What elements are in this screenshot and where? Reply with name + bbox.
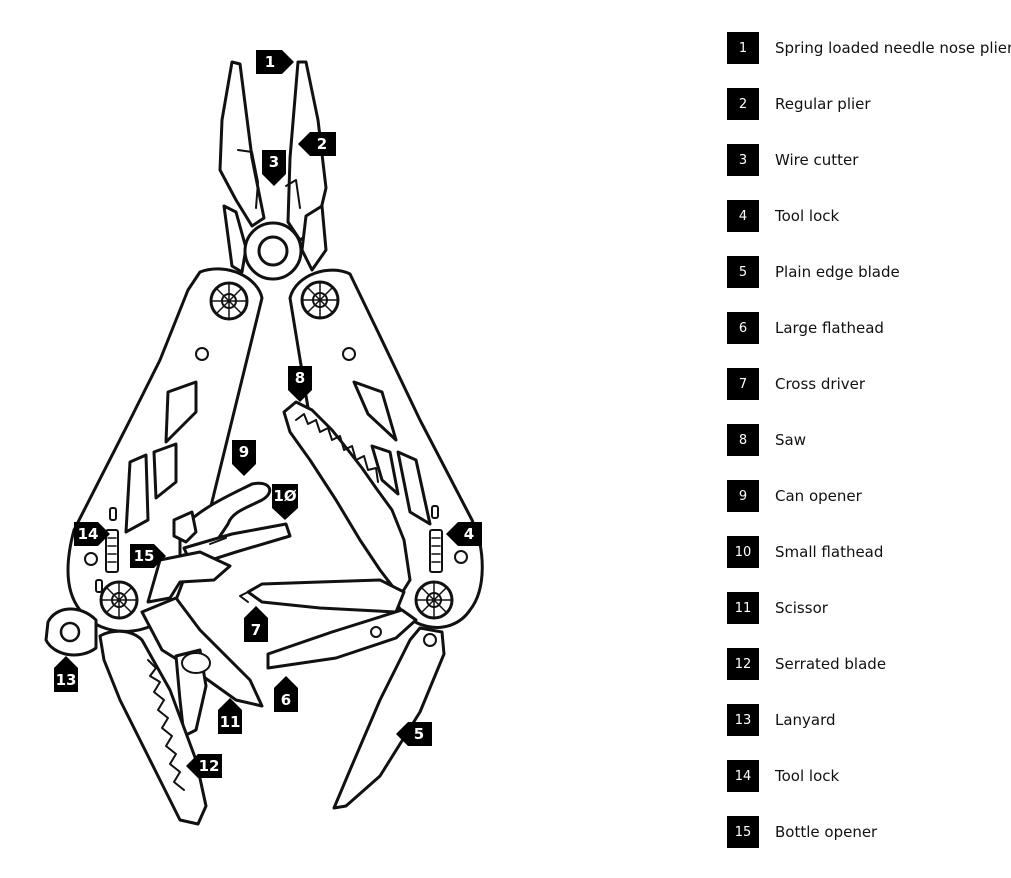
svg-text:4: 4 (464, 525, 474, 543)
legend-label: Cross driver (775, 375, 866, 393)
legend-label: Small flathead (775, 543, 884, 561)
svg-text:7: 7 (251, 621, 261, 639)
svg-text:14: 14 (78, 525, 99, 543)
legend-item: 2 Regular plier (727, 88, 871, 120)
legend-number: 5 (727, 256, 759, 288)
legend-label: Lanyard (775, 711, 836, 729)
callout-7: 7 (244, 606, 268, 642)
svg-text:8: 8 (295, 369, 305, 387)
legend-label: Plain edge blade (775, 263, 900, 281)
callout-14: 14 (74, 522, 110, 546)
cross-driver-tool (239, 578, 406, 614)
callout-9: 9 (232, 440, 256, 476)
saw-tool (282, 400, 412, 598)
legend-number: 2 (727, 88, 759, 120)
legend-item: 10 Small flathead (727, 536, 883, 568)
legend-item: 9 Can opener (727, 480, 862, 512)
legend-item: 13 Lanyard (727, 704, 836, 736)
legend-label: Saw (775, 431, 806, 449)
legend-item: 14 Tool lock (727, 760, 839, 792)
svg-text:9: 9 (239, 443, 249, 461)
legend-number: 6 (727, 312, 759, 344)
legend-item: 3 Wire cutter (727, 144, 858, 176)
legend-number: 14 (727, 760, 759, 792)
svg-text:2: 2 (317, 135, 327, 153)
legend-item: 6 Large flathead (727, 312, 884, 344)
svg-text:5: 5 (414, 725, 424, 743)
legend-label: Bottle opener (775, 823, 878, 841)
legend-label: Wire cutter (775, 151, 859, 169)
legend-item: 8 Saw (727, 424, 806, 456)
svg-text:6: 6 (281, 691, 291, 709)
legend-item: 11 Scissor (727, 592, 828, 624)
legend-number: 8 (727, 424, 759, 456)
legend-number: 9 (727, 480, 759, 512)
legend-number: 4 (727, 200, 759, 232)
callout-2: 2 (298, 132, 336, 156)
callout-15: 15 (130, 544, 166, 568)
svg-text:1: 1 (265, 53, 275, 71)
legend-number: 15 (727, 816, 759, 848)
legend-number: 11 (727, 592, 759, 624)
svg-text:12: 12 (199, 757, 220, 775)
legend-label: Can opener (775, 487, 862, 505)
legend-label: Spring loaded needle nose plier (775, 39, 1011, 57)
legend-number: 1 (727, 32, 759, 64)
plain-edge-blade (332, 626, 446, 810)
multitool-diagram: 1 2 3 4 5 6 7 8 9 1Ø 11 12 (44, 50, 484, 826)
scissor-tool (140, 596, 264, 738)
callout-1: 1 (256, 50, 294, 74)
legend-item: 4 Tool lock (727, 200, 839, 232)
legend-label: Tool lock (775, 767, 840, 785)
svg-text:3: 3 (269, 153, 279, 171)
legend-label: Large flathead (775, 319, 884, 337)
callout-11: 11 (218, 698, 242, 734)
legend-label: Tool lock (775, 207, 840, 225)
callout-4: 4 (446, 522, 482, 546)
bottle-opener-tool (146, 550, 232, 604)
callout-6: 6 (274, 676, 298, 712)
legend-item: 15 Bottle opener (727, 816, 877, 848)
callout-12: 12 (186, 754, 222, 778)
callout-13: 13 (54, 656, 78, 692)
legend-number: 12 (727, 648, 759, 680)
large-flathead-tool (266, 608, 418, 670)
legend-item: 1 Spring loaded needle nose plier (727, 32, 1011, 64)
callout-10: 1Ø (272, 484, 298, 520)
legend-number: 10 (727, 536, 759, 568)
legend-item: 7 Cross driver (727, 368, 865, 400)
can-opener-tool (172, 481, 272, 558)
svg-text:1Ø: 1Ø (273, 487, 296, 505)
left-handle (66, 267, 264, 633)
legend-number: 3 (727, 144, 759, 176)
svg-text:11: 11 (220, 713, 241, 731)
callout-8: 8 (288, 366, 312, 402)
legend-item: 5 Plain edge blade (727, 256, 900, 288)
callout-3: 3 (262, 150, 286, 186)
legend-item: 12 Serrated blade (727, 648, 886, 680)
legend-number: 7 (727, 368, 759, 400)
callout-5: 5 (396, 722, 432, 746)
legend-label: Scissor (775, 599, 828, 617)
legend-label: Serrated blade (775, 655, 887, 673)
legend-number: 13 (727, 704, 759, 736)
svg-text:13: 13 (56, 671, 77, 689)
svg-text:15: 15 (134, 547, 155, 565)
lanyard-ring (44, 607, 98, 657)
legend-label: Regular plier (775, 95, 871, 113)
serrated-blade (98, 629, 208, 826)
